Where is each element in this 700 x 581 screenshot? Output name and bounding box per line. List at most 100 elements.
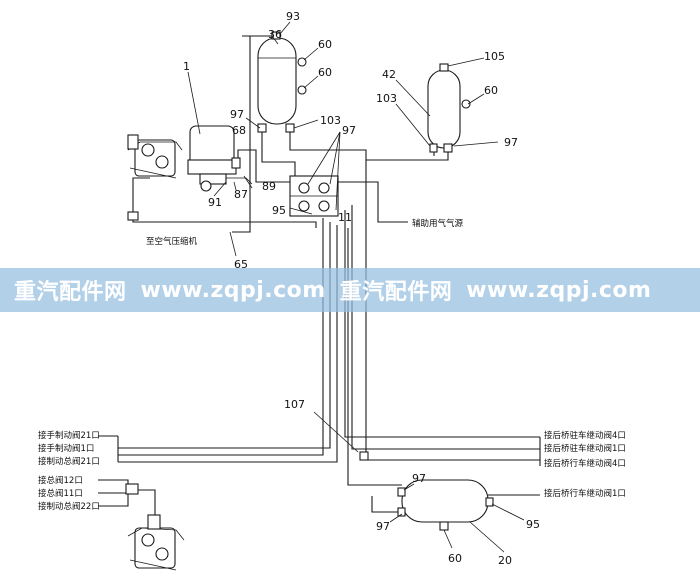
rear-brake-chamber bbox=[127, 514, 185, 571]
brake-chamber-lever bbox=[147, 514, 161, 530]
trunk-pipe-a bbox=[118, 218, 324, 456]
air-tank-42-body bbox=[427, 69, 461, 149]
pipe-to-tank-20 bbox=[347, 228, 402, 486]
left-lower-pipe-1 bbox=[98, 479, 129, 488]
label-to-compressor: 至空气压缩机 bbox=[146, 236, 198, 247]
air-tank-36-body bbox=[257, 37, 297, 125]
left-lower-pipe-3 bbox=[98, 493, 129, 507]
tank-36-left-pipe bbox=[232, 35, 251, 233]
callout-1: 1 bbox=[183, 60, 190, 73]
watermark-url: www.zqpj.com bbox=[466, 277, 652, 303]
callout-68: 68 bbox=[232, 124, 246, 137]
compressor-feed bbox=[132, 177, 150, 215]
callout-87: 87 bbox=[234, 188, 248, 201]
right-pipe-3 bbox=[365, 170, 540, 461]
air-dryer-1 bbox=[187, 125, 253, 192]
callout-97: 97 bbox=[342, 124, 356, 137]
leader-lines bbox=[187, 21, 525, 553]
callout-107: 107 bbox=[284, 398, 305, 411]
trunk-pipe-b bbox=[118, 222, 331, 449]
callout-103: 103 bbox=[320, 114, 341, 127]
callout-60: 60 bbox=[448, 552, 462, 565]
callout-97: 97 bbox=[230, 108, 244, 121]
callout-103: 103 bbox=[376, 92, 397, 105]
connection-labels: 辅助用气气源 至空气压缩机 接手制动阀21口 接手制动阀1口 接制动总阀21口 … bbox=[38, 218, 626, 512]
callout-91: 91 bbox=[208, 196, 222, 209]
label-aux-air-source: 辅助用气气源 bbox=[412, 218, 464, 229]
front-brake-chamber bbox=[127, 134, 183, 179]
valve-port-icon bbox=[298, 200, 310, 212]
callout-65: 65 bbox=[234, 258, 248, 271]
watermark-banner: 重汽配件网 www.zqpj.com 重汽配件网 www.zqpj.com bbox=[0, 268, 700, 312]
callout-93: 93 bbox=[286, 10, 300, 23]
air-tank-20 bbox=[397, 479, 494, 531]
compressor-fitting bbox=[127, 211, 139, 221]
tank-42-top-valve bbox=[439, 63, 449, 72]
tee-fitting bbox=[125, 483, 139, 495]
label-right-port-2: 接后桥驻车继动阀1口 bbox=[544, 443, 626, 454]
label-right-port-1: 接后桥驻车继动阀4口 bbox=[544, 430, 626, 441]
tank-20-lower-pipe bbox=[371, 496, 402, 513]
callout-95: 95 bbox=[526, 518, 540, 531]
label-left-port-3: 接制动总阀21口 bbox=[38, 456, 100, 467]
callout-60: 60 bbox=[318, 38, 332, 51]
watermark-text: 重汽配件网 bbox=[14, 280, 127, 305]
callout-42: 42 bbox=[382, 68, 396, 81]
dryer-to-valve-pipe bbox=[237, 149, 290, 183]
valve-port-icon bbox=[318, 200, 330, 212]
fitting-68 bbox=[231, 157, 241, 169]
label-left-port-5: 接总阀11口 bbox=[38, 488, 83, 499]
callout-36: 36 bbox=[268, 28, 282, 41]
label-right-port-3: 接后桥行车继动阀4口 bbox=[544, 458, 626, 469]
label-right-port-4: 接后桥行车继动阀1口 bbox=[544, 488, 626, 499]
watermark-url: www.zqpj.com bbox=[140, 277, 326, 303]
air-dryer-base bbox=[187, 159, 237, 175]
brake-chamber-knob-icon bbox=[141, 533, 155, 547]
air-tank-42 bbox=[427, 63, 471, 153]
callout-97: 97 bbox=[504, 136, 518, 149]
tank-20-fitting-97 bbox=[397, 487, 406, 497]
label-left-port-2: 接手制动阀1口 bbox=[38, 443, 94, 454]
air-dryer-port-icon bbox=[200, 180, 212, 192]
tank-42-outlet-pipe bbox=[366, 150, 449, 161]
compressor-line bbox=[132, 215, 317, 228]
brake-chamber-knob-icon bbox=[141, 143, 155, 157]
label-left-port-4: 接总阀12口 bbox=[38, 475, 83, 486]
tank-20-fitting-97b bbox=[397, 507, 406, 517]
pipe-to-lower-valve bbox=[136, 489, 156, 515]
tank-20-fitting-95 bbox=[485, 497, 494, 507]
callout-11: 11 bbox=[338, 211, 352, 224]
brake-chamber-knob-icon bbox=[155, 155, 169, 169]
aux-air-pipe bbox=[338, 181, 408, 223]
callout-20: 20 bbox=[498, 554, 512, 567]
tank-42-fitting-103 bbox=[429, 143, 438, 153]
air-dryer-valve bbox=[199, 173, 227, 185]
callout-95: 95 bbox=[272, 204, 286, 217]
air-tank-36 bbox=[257, 31, 307, 133]
valve-port-icon bbox=[318, 182, 330, 194]
callout-89: 89 bbox=[262, 180, 276, 193]
right-pipe-2 bbox=[351, 205, 540, 450]
callout-60: 60 bbox=[318, 66, 332, 79]
callout-97: 97 bbox=[412, 472, 426, 485]
tank-36-bottom-pipe bbox=[261, 128, 296, 176]
right-pipe-1 bbox=[344, 210, 540, 438]
callout-97: 97 bbox=[376, 520, 390, 533]
fitting-107 bbox=[359, 451, 369, 461]
trunk-pipe-c bbox=[118, 225, 338, 463]
callout-105: 105 bbox=[484, 50, 505, 63]
tank-36-top-valve bbox=[271, 31, 281, 40]
label-left-port-1: 接手制动阀21口 bbox=[38, 430, 100, 441]
brake-chamber-lever bbox=[127, 134, 139, 150]
valve-port-icon bbox=[298, 182, 310, 194]
drain-valve-60-icon bbox=[439, 521, 449, 531]
callout-60: 60 bbox=[484, 84, 498, 97]
tank-36-fitting-103 bbox=[285, 123, 295, 133]
air-tank-20-body bbox=[401, 479, 489, 523]
tank-36-fitting-97 bbox=[257, 123, 267, 133]
tank-42-fitting-97 bbox=[443, 143, 453, 153]
callout-numbers: 1 93 36 60 60 105 42 103 60 97 68 103 97… bbox=[183, 10, 540, 567]
label-left-port-6: 接制动总阀22口 bbox=[38, 501, 100, 512]
brake-chamber-knob-icon bbox=[155, 547, 169, 561]
